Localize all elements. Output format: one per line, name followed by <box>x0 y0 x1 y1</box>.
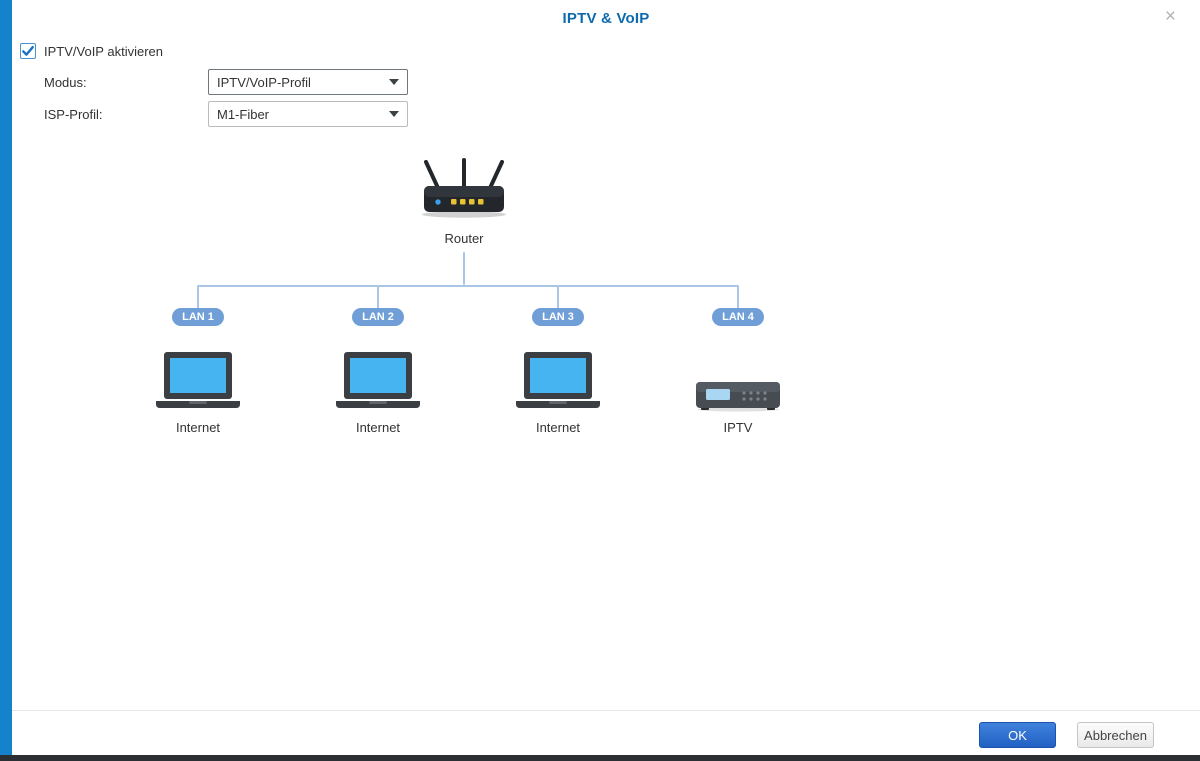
isp-dropdown[interactable]: M1-Fiber <box>208 101 408 127</box>
enable-checkbox-label: IPTV/VoIP aktivieren <box>44 43 163 59</box>
ok-button[interactable]: OK <box>979 722 1056 748</box>
laptop-icon <box>336 346 420 412</box>
port-column-lan4: LAN 4 IPTV <box>678 308 798 435</box>
lan-badge: LAN 1 <box>172 308 224 326</box>
port-column-lan2: LAN 2 Internet <box>318 308 438 435</box>
router-stem-line <box>463 252 465 285</box>
device-label: Internet <box>535 420 581 435</box>
dialog-title: IPTV & VoIP <box>562 10 650 27</box>
set-top-box-icon <box>696 346 780 412</box>
isp-label: ISP-Profil: <box>44 107 103 122</box>
lan-badge: LAN 3 <box>532 308 584 326</box>
checkmark-icon <box>22 46 34 56</box>
lan-badge: LAN 4 <box>712 308 764 326</box>
enable-checkbox[interactable] <box>20 43 36 59</box>
bottom-bar <box>0 755 1200 761</box>
modus-label: Modus: <box>44 75 87 90</box>
port-column-lan1: LAN 1 Internet <box>138 308 258 435</box>
modus-dropdown[interactable]: IPTV/VoIP-Profil <box>208 69 408 95</box>
titlebar: IPTV & VoIP × <box>12 0 1200 36</box>
bus-line <box>197 285 739 287</box>
left-accent-strip <box>0 0 12 761</box>
drop-line-lan1 <box>197 286 199 310</box>
device-label: Internet <box>355 420 401 435</box>
router-label: Router <box>444 231 484 246</box>
lan-badge: LAN 2 <box>352 308 404 326</box>
isp-value: M1-Fiber <box>217 106 270 122</box>
cancel-button[interactable]: Abbrechen <box>1077 722 1154 748</box>
device-label: IPTV <box>723 420 753 435</box>
laptop-icon <box>516 346 600 412</box>
footer-separator <box>12 710 1200 711</box>
chevron-down-icon <box>389 111 399 117</box>
drop-line-lan4 <box>737 286 739 310</box>
enable-row: IPTV/VoIP aktivieren <box>20 43 163 59</box>
port-column-lan3: LAN 3 Internet <box>498 308 618 435</box>
laptop-icon <box>156 346 240 412</box>
device-label: Internet <box>175 420 221 435</box>
router-icon <box>416 156 512 225</box>
drop-line-lan2 <box>377 286 379 310</box>
drop-line-lan3 <box>557 286 559 310</box>
close-icon[interactable]: × <box>1164 6 1176 27</box>
chevron-down-icon <box>389 79 399 85</box>
modus-value: IPTV/VoIP-Profil <box>217 74 311 90</box>
